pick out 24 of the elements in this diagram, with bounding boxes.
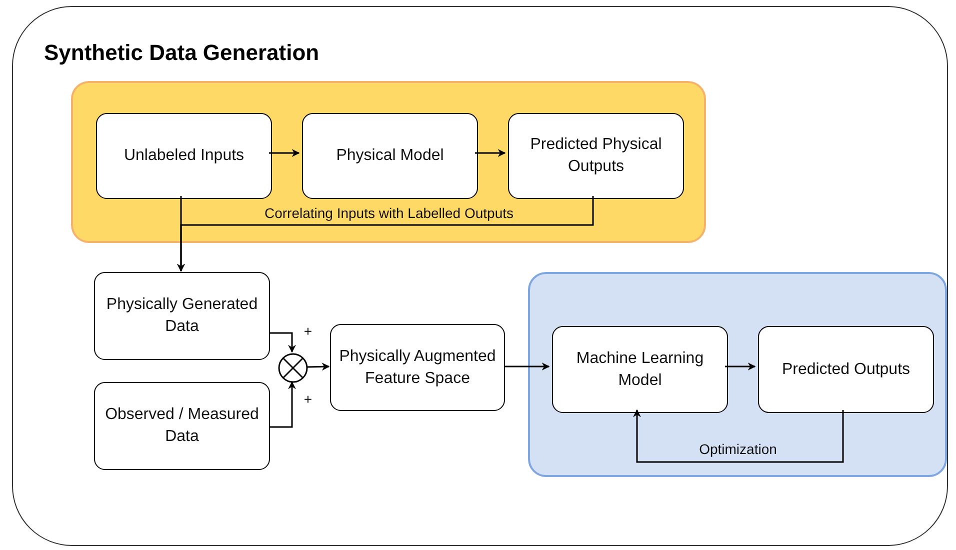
edge-label: Optimization	[697, 441, 779, 457]
group-panel	[71, 81, 706, 243]
process-box: Physically Generated Data	[94, 272, 270, 360]
arrow	[269, 381, 296, 428]
edge-label: Correlating Inputs with Labelled Outputs	[262, 205, 516, 221]
arrow	[269, 149, 300, 157]
multiply-junction	[278, 353, 308, 383]
process-box: Observed / Measured Data	[94, 382, 270, 470]
arrow	[633, 409, 844, 463]
process-box: Physically Augmented Feature Space	[330, 324, 505, 411]
group-title: Synthetic Data Generation	[44, 40, 320, 66]
arrow	[475, 149, 506, 157]
arrow	[177, 196, 594, 272]
group-container	[12, 6, 948, 546]
process-box: Predicted Outputs	[758, 326, 934, 413]
arrow	[725, 362, 756, 370]
group-panel	[528, 272, 947, 477]
arrow	[504, 362, 550, 370]
process-box: Physical Model	[302, 113, 478, 199]
process-box: Predicted Physical Outputs	[508, 113, 684, 199]
process-box: Machine Learning Model	[552, 326, 728, 413]
arrow	[306, 362, 330, 371]
arrow	[269, 332, 296, 353]
process-box: Unlabeled Inputs	[96, 113, 272, 199]
